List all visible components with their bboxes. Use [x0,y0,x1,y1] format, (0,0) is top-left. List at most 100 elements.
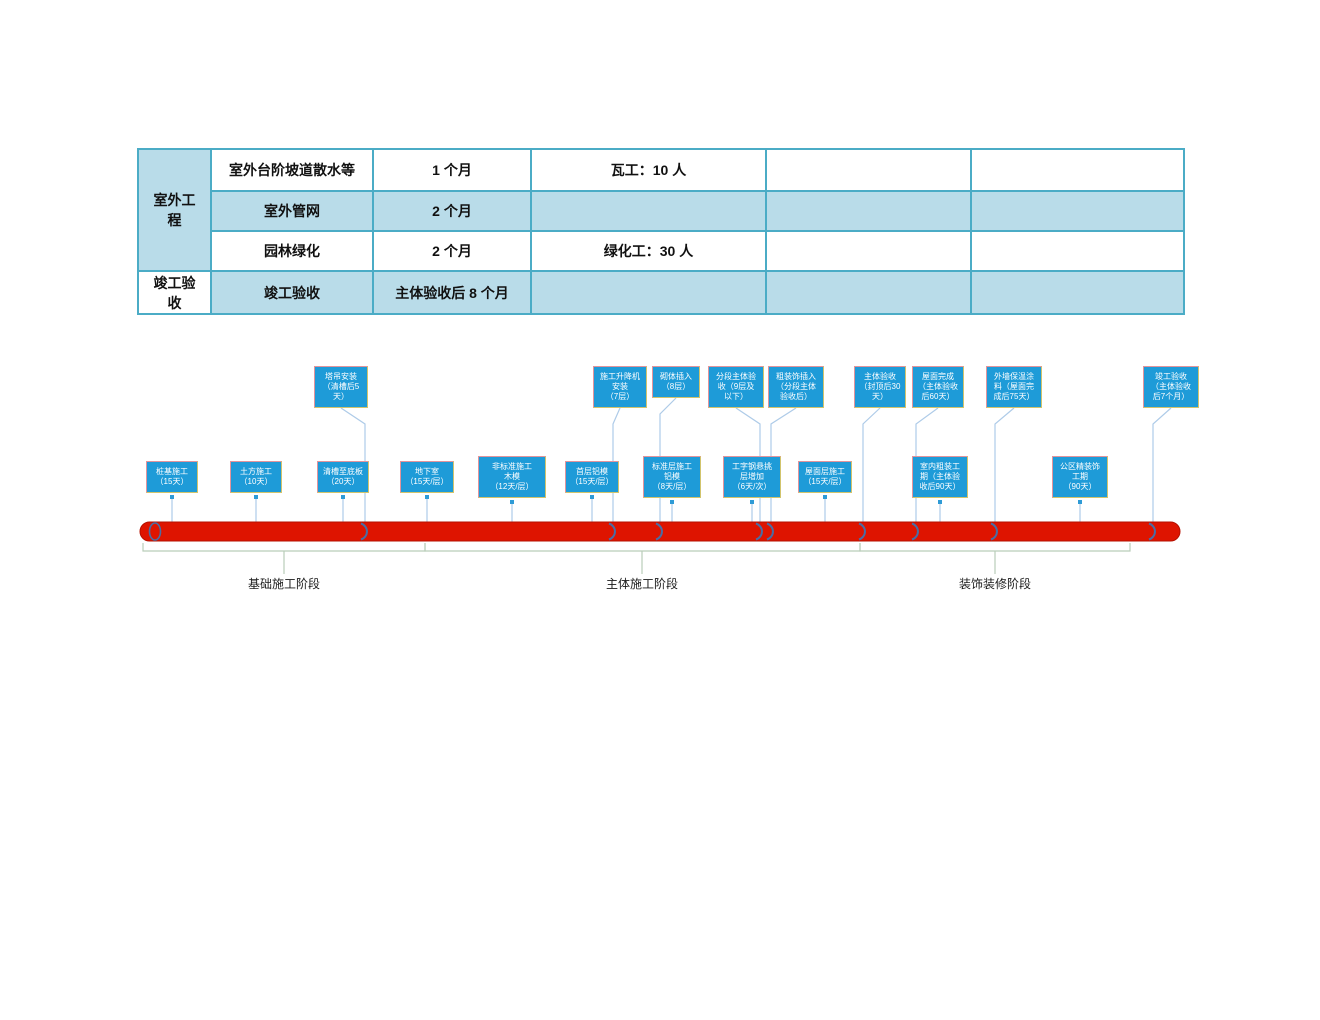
phase-bracket [859,543,1131,552]
table-cell: 室外管网 [210,190,374,232]
milestone-box: 清槽至底板 （20天） [317,461,369,493]
phase-bracket [142,543,426,552]
connector-elbow-line [1152,407,1172,529]
table-cell [970,270,1185,315]
milestone-label: 公区精装饰 工期 （90天） [1060,462,1100,491]
milestone-box: 塔吊安装 （清槽后5 天） [314,366,368,408]
table-cell: 1 个月 [372,148,532,192]
connector-elbow-line [340,407,366,529]
connector-dot [510,500,514,504]
milestone-box: 屋面层施工 （15天/层） [798,461,852,493]
milestone-box: 施工升降机 安装 （7层） [593,366,647,408]
milestone-label: 施工升降机 安装 （7层） [600,372,640,401]
connector-dot [750,500,754,504]
milestone-label: 主体验收 （封顶后30 天） [859,372,901,401]
milestone-box: 屋面完成 （主体验收 后60天） [912,366,964,408]
milestone-label: 桩基施工 （15天） [155,467,189,486]
connector-dot [590,495,594,499]
milestone-box: 主体验收 （封顶后30 天） [854,366,906,408]
milestone-label: 分段主体验 收（9层及 以下） [716,372,756,401]
milestone-label: 塔吊安装 （清槽后5 天） [322,372,360,401]
table-cell [765,190,972,232]
connector-elbow-line [612,407,621,529]
table-cell: 绿化工：30 人 [530,230,767,272]
milestone-box: 砌体插入 （8层） [652,366,700,398]
milestone-label: 屋面完成 （主体验收 后60天） [918,372,958,401]
connector-dot [254,495,258,499]
bar-separator [655,522,663,541]
connector-elbow-line [862,407,881,529]
table-cell: 2 个月 [372,190,532,232]
milestone-label: 首层铝模 （15天/层） [570,467,614,486]
connector-dot [170,495,174,499]
milestone-label: 工字钢悬挑 层增加 （6天/次） [732,462,772,491]
milestone-box: 桩基施工 （15天） [146,461,198,493]
table-cell: 竣工验收 [210,270,374,315]
milestone-box: 外墙保温涂 料（屋面完 成后75天） [986,366,1042,408]
table-cell [970,190,1185,232]
table-cell: 瓦工：10 人 [530,148,767,192]
table-cell [765,270,972,315]
milestone-box: 标准层施工 铝模 （8天/层） [643,456,701,498]
connector-dot [823,495,827,499]
milestone-label: 砌体插入 （8层） [660,372,692,391]
bar-separator [360,522,368,541]
table-cell [530,190,767,232]
milestone-label: 粗装饰插入 （分段主体 验收后） [776,372,816,401]
milestone-label: 竣工验收 （主体验收 后7个月） [1151,372,1191,401]
phase-bracket [424,543,861,552]
milestone-box: 粗装饰插入 （分段主体 验收后） [768,366,824,408]
phase-label: 基础施工阶段 [247,577,321,591]
connector-dot [670,500,674,504]
table-cell: 室外台阶坡道散水等 [210,148,374,192]
table-cell [970,230,1185,272]
table-cell: 主体验收后 8 个月 [372,270,532,315]
milestone-box: 首层铝模 （15天/层） [565,461,619,493]
timeline-bar [139,521,1181,542]
connector-elbow-line [994,407,1015,529]
table-cell: 园林绿化 [210,230,374,272]
milestone-box: 地下室 （15天/层） [400,461,454,493]
milestone-box: 工字钢悬挑 层增加 （6天/次） [723,456,781,498]
table-cell: 室外工 程 [137,148,212,272]
milestone-box: 公区精装饰 工期 （90天） [1052,456,1108,498]
milestone-box: 分段主体验 收（9层及 以下） [708,366,764,408]
bar-separator [766,522,774,541]
table-row: 竣工验 收竣工验收主体验收后 8 个月 [137,270,1185,315]
table-cell [765,148,972,192]
milestone-box: 土方施工 （10天） [230,461,282,493]
connector-dot [425,495,429,499]
bar-end-cap [148,522,162,541]
connector-dot [341,495,345,499]
milestone-label: 非标准施工 木模 （12天/层） [490,462,534,491]
milestone-box: 竣工验收 （主体验收 后7个月） [1143,366,1199,408]
milestone-box: 室内粗装工 期（主体验 收后90天） [912,456,968,498]
phase-label: 装饰装修阶段 [958,577,1032,591]
table-cell: 竣工验 收 [137,270,212,315]
table-cell [765,230,972,272]
milestone-label: 屋面层施工 （15天/层） [803,467,847,486]
table-cell [530,270,767,315]
connector-dot [938,500,942,504]
connector-dot [1078,500,1082,504]
bar-separator [755,522,763,541]
table-cell [970,148,1185,192]
bar-separator [911,522,919,541]
milestone-label: 室内粗装工 期（主体验 收后90天） [919,462,961,491]
milestone-label: 标准层施工 铝模 （8天/层） [652,462,692,491]
bar-separator [1148,522,1156,541]
milestone-label: 清槽至底板 （20天） [323,467,363,486]
bar-separator [990,522,998,541]
milestone-label: 外墙保温涂 料（屋面完 成后75天） [993,372,1035,401]
bar-separator [608,522,616,541]
table-cell: 2 个月 [372,230,532,272]
milestone-label: 地下室 （15天/层） [405,467,449,486]
milestone-label: 土方施工 （10天） [239,467,273,486]
milestone-box: 非标准施工 木模 （12天/层） [478,456,546,498]
